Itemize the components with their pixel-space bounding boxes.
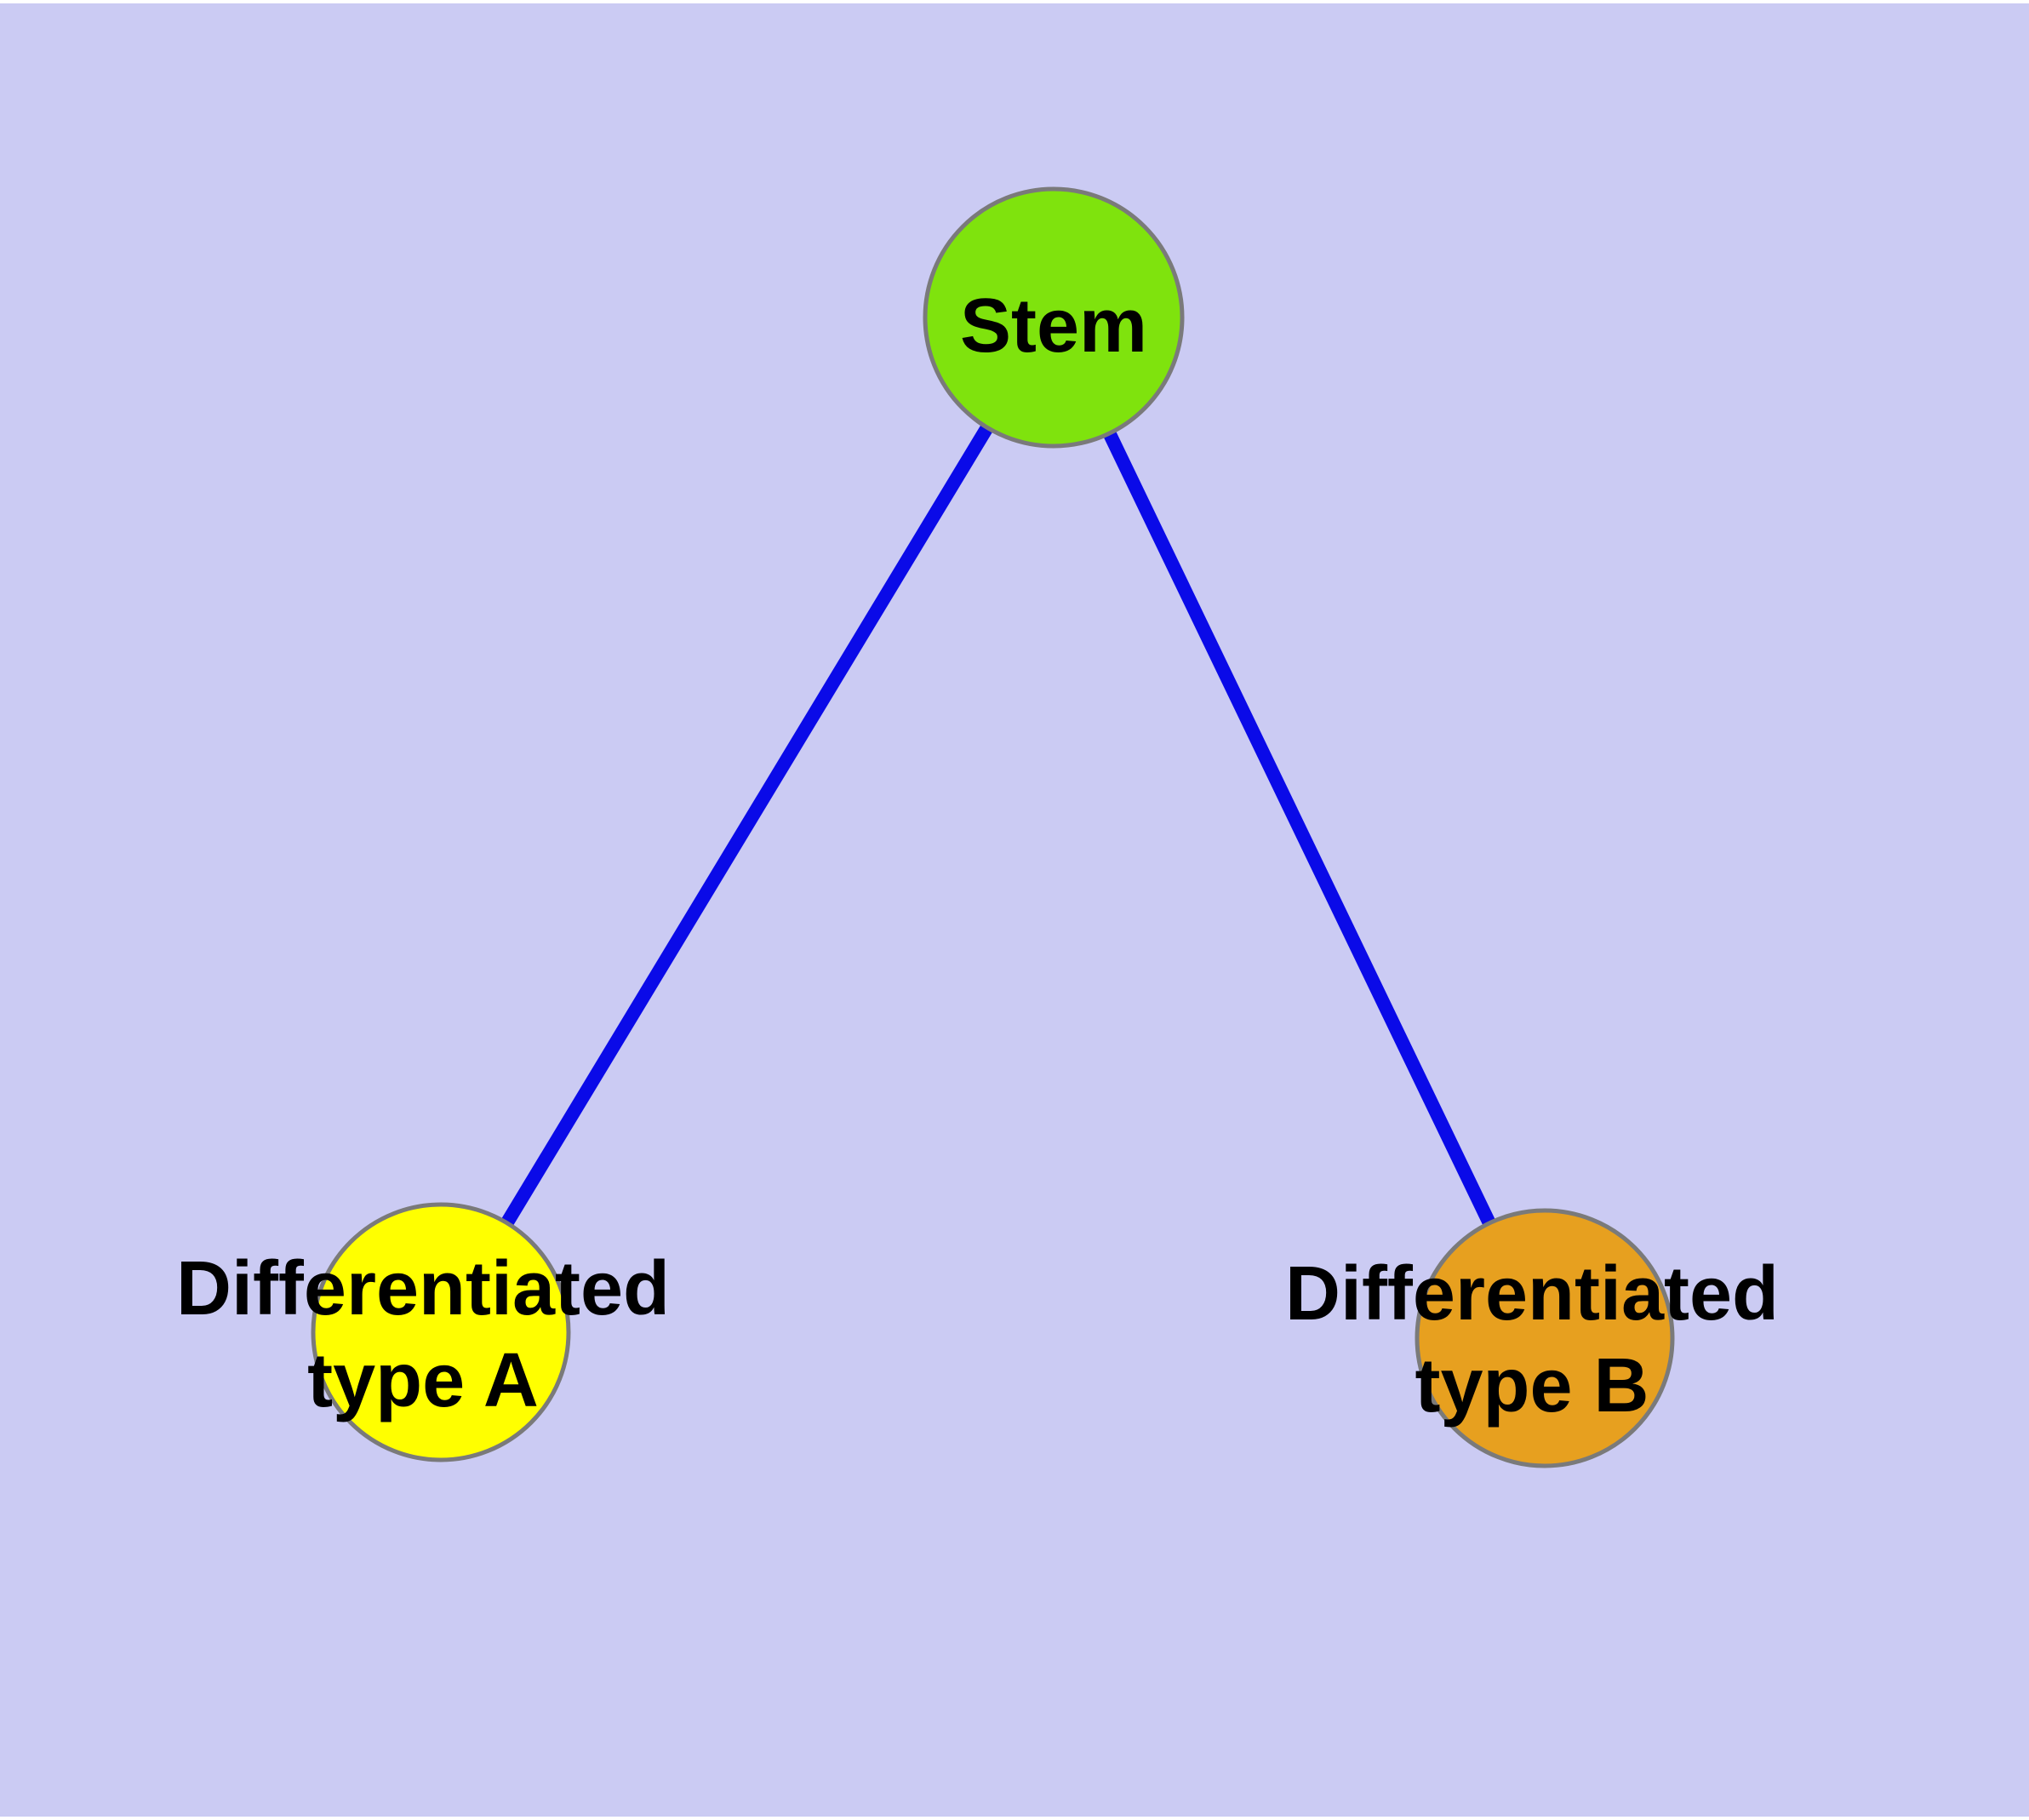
node-label-line-differentiated-type-a-1: type A (307, 1338, 539, 1423)
node-circle-differentiated-type-a (311, 1202, 571, 1462)
node-label-line-differentiated-type-b-0: Differentiated (1285, 1251, 1779, 1336)
node-label-line-stem-0: Stem (960, 283, 1147, 369)
node-label-line-differentiated-type-b-1: type B (1415, 1343, 1649, 1428)
node-circle-stem (923, 186, 1185, 449)
node-label-stem: Stem (960, 283, 1147, 369)
node-circle-differentiated-type-b (1415, 1208, 1675, 1468)
edge-stem-differentiated-type-a (435, 313, 1060, 1336)
edge-stem-differentiated-type-b (1047, 314, 1552, 1342)
node-label-line-differentiated-type-a-0: Differentiated (176, 1246, 670, 1331)
